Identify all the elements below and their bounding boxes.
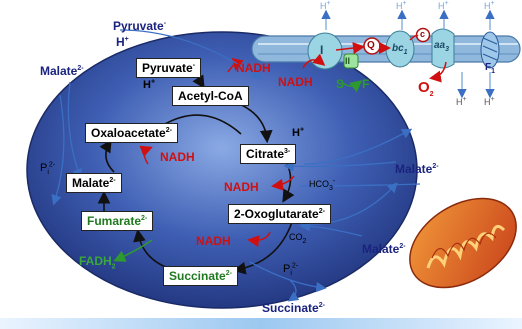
complex-i-shape bbox=[307, 32, 343, 70]
h-plus-top-2: H+ bbox=[396, 0, 407, 11]
complex-ii-label: II bbox=[345, 56, 351, 66]
floor-glow bbox=[0, 318, 522, 329]
pyruvate-transport-arrow bbox=[119, 29, 263, 80]
complex-aa3-shape bbox=[431, 28, 455, 69]
citrate-box: Citrate3- bbox=[240, 144, 297, 164]
h-plus-bottom-2: H+ bbox=[484, 96, 495, 107]
bc1-label: bc1 bbox=[392, 43, 408, 57]
c-label: c bbox=[420, 29, 426, 39]
aa3-label: aa3 bbox=[434, 40, 450, 54]
succinate-outside-label: Succinate2- bbox=[262, 301, 325, 315]
h-plus-top-3: H+ bbox=[438, 0, 449, 11]
complex-i-label: I bbox=[320, 43, 324, 57]
succinate-box: Succinate2- bbox=[163, 266, 238, 286]
h-plus-top-4: H+ bbox=[484, 0, 495, 11]
hco3-label: HCO3- bbox=[309, 178, 336, 192]
nadh-malate-label: NADH bbox=[160, 150, 195, 164]
pyruvate-outside-label: Pyruvate- bbox=[113, 19, 167, 33]
malate-outside-right-label: Malate2- bbox=[395, 162, 439, 176]
h-plus-citrate-label: H+ bbox=[292, 126, 305, 139]
oxaloacetate-box: Oxaloacetate2- bbox=[85, 123, 178, 143]
nadh-pyruvate-label: NADH bbox=[236, 61, 271, 75]
mitochondrion-illustration bbox=[409, 197, 517, 289]
pi-left-label: Pi2- bbox=[40, 161, 56, 177]
pi-bottom-label: Pi2- bbox=[283, 262, 299, 278]
complex-ii-shape bbox=[343, 53, 359, 69]
fumarate-box: Fumarate2- bbox=[81, 211, 154, 231]
fadh2-label: FADH2 bbox=[79, 254, 116, 271]
s-label: S bbox=[336, 77, 345, 91]
oxoglutarate-box: 2-Oxoglutarate2- bbox=[228, 204, 331, 224]
nadh-citrate-label: NADH bbox=[224, 180, 259, 194]
f-label: F bbox=[362, 77, 370, 91]
h-plus-outside-label: H+ bbox=[116, 35, 129, 49]
pyruvate-box: Pyruvate- bbox=[136, 58, 202, 78]
nadh-etc-label: NADH bbox=[278, 75, 313, 89]
nadh-oxoglutarate-label: NADH bbox=[196, 234, 231, 248]
o2-label: O2 bbox=[418, 79, 434, 98]
q-label: Q bbox=[367, 40, 375, 51]
malate-outside-lower-label: Malate2- bbox=[362, 242, 406, 256]
h-plus-top-1: H+ bbox=[320, 0, 331, 11]
malate-box: Malate2- bbox=[66, 173, 122, 193]
f1-label: F1 bbox=[485, 62, 496, 76]
matrix-ellipse bbox=[26, 31, 418, 309]
co2-label: CO2 bbox=[289, 232, 307, 245]
malate-outside-left-label: Malate2- bbox=[40, 64, 84, 78]
h-plus-bottom-1: H+ bbox=[456, 96, 467, 107]
acetyl-coa-box: Acetyl-CoA bbox=[172, 86, 249, 106]
h-plus-matrix-label: H+ bbox=[143, 78, 156, 91]
